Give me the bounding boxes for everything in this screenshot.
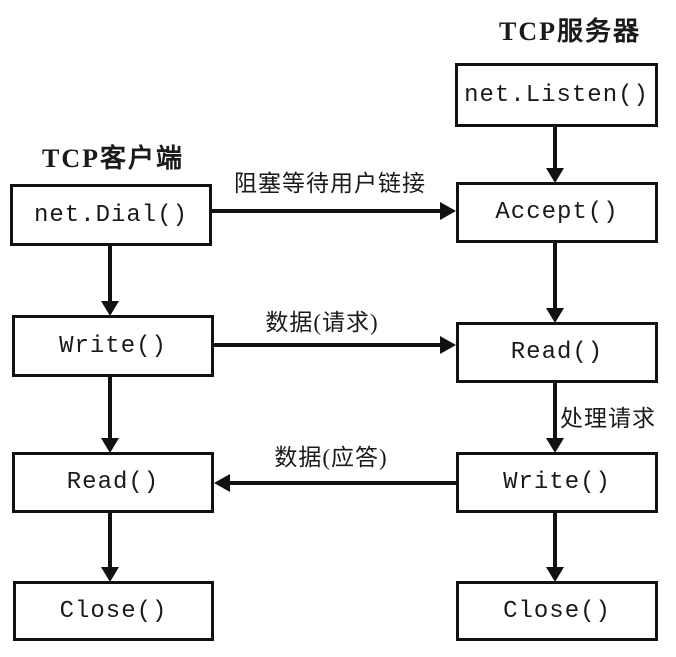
server-close-box: Close() — [456, 581, 658, 641]
arrow-down-icon — [546, 438, 564, 453]
arrow-right-icon — [440, 336, 456, 354]
arrow-dial-to-accept-line — [212, 209, 440, 213]
server-net-listen-box: net.Listen() — [455, 63, 658, 127]
client-close-box: Close() — [13, 581, 214, 641]
client-read-box: Read() — [12, 452, 214, 513]
server-write-box: Write() — [456, 452, 658, 513]
request-edge-label: 数据(请求) — [265, 310, 379, 335]
response-edge-label: 数据(应答) — [274, 445, 388, 470]
client-column-title: TCP客户端 — [41, 144, 184, 173]
arrow-down-icon — [546, 168, 564, 183]
arrow-serverwrite-to-clientread-line — [230, 481, 456, 485]
arrow-clientwrite-to-serverread-line — [214, 343, 440, 347]
arrow-left-icon — [214, 474, 230, 492]
server-column-title: TCP服务器 — [498, 17, 641, 46]
arrow-right-icon — [440, 202, 456, 220]
arrow-clientread-to-clientclose-line — [108, 513, 112, 568]
arrow-dial-to-clientwrite-line — [108, 246, 112, 302]
arrow-down-icon — [101, 567, 119, 582]
client-net-dial-box: net.Dial() — [10, 184, 212, 246]
arrow-down-icon — [101, 438, 119, 453]
arrow-serverread-to-serverwrite-line — [553, 383, 557, 439]
arrow-listen-to-accept-line — [553, 127, 557, 169]
arrow-serverwrite-to-serverclose-line — [553, 513, 557, 568]
server-read-box: Read() — [456, 322, 658, 383]
arrow-clientwrite-to-clientread-line — [108, 377, 112, 439]
arrow-down-icon — [546, 308, 564, 323]
arrow-down-icon — [546, 567, 564, 582]
arrow-accept-to-read-line — [553, 243, 557, 309]
client-write-box: Write() — [12, 315, 214, 377]
connect-edge-label: 阻塞等待用户链接 — [234, 171, 426, 196]
arrow-down-icon — [101, 301, 119, 316]
process-edge-label: 处理请求 — [560, 406, 656, 431]
server-accept-box: Accept() — [456, 182, 658, 243]
